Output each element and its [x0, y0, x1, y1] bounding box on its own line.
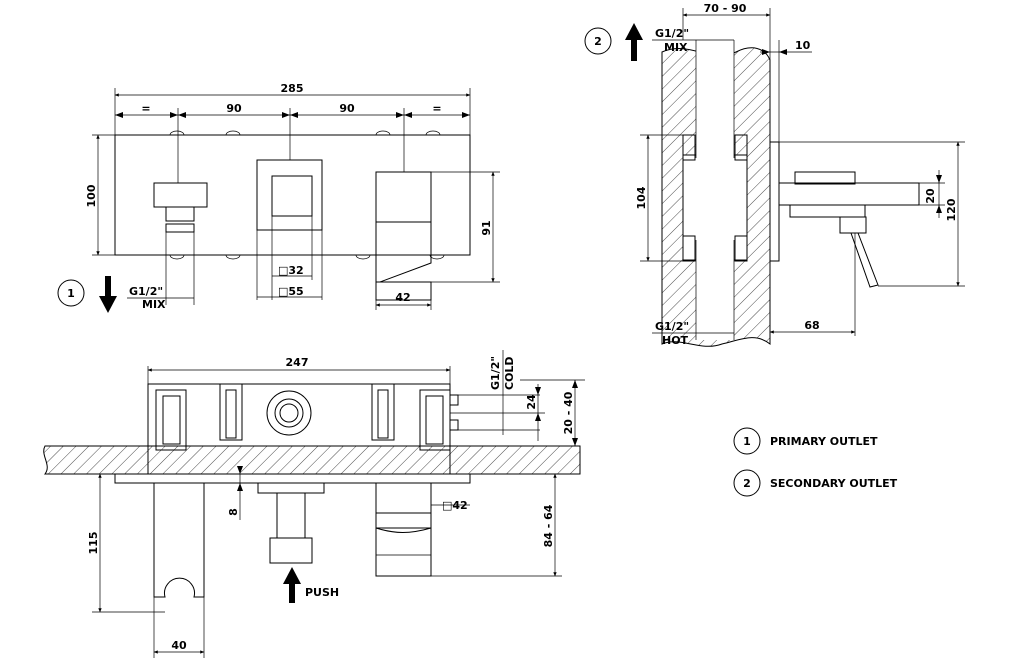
dim-side-left: = — [141, 102, 150, 115]
outlet-2-marker — [584, 27, 612, 55]
lever-body — [375, 221, 432, 283]
push-label: PUSH — [305, 586, 339, 599]
side-mix-thread: G1/2" — [655, 27, 689, 40]
legend: 1 PRIMARY OUTLET 2 SECONDARY OUTLET — [733, 427, 898, 497]
outlet-1-label: MIX — [142, 298, 166, 311]
dim-depth-range: 70 - 90 — [704, 2, 747, 15]
push-button-stem — [276, 492, 306, 539]
side-view: 70 - 90 10 2 G1/2" MIX 104 20 120 — [584, 2, 965, 347]
dim-plate-offset: 10 — [795, 39, 811, 52]
plate-screw-marks — [169, 130, 445, 260]
plan-lever — [375, 527, 432, 577]
dim-lever-width: 42 — [395, 291, 410, 304]
dim-hand-shower-projection: 115 — [87, 532, 100, 555]
center-outer-square — [256, 159, 323, 231]
outlet-1-marker — [57, 279, 85, 307]
svg-text:SECONDARY OUTLET: SECONDARY OUTLET — [770, 477, 898, 490]
hand-shower-holder — [153, 482, 205, 598]
svg-text:1: 1 — [743, 435, 751, 448]
outlet-1-number: 1 — [67, 287, 75, 300]
dim-overall-width: 285 — [281, 82, 304, 95]
left-outlet — [165, 223, 195, 233]
svg-text:2: 2 — [743, 477, 751, 490]
push-button — [269, 537, 313, 564]
left-diverter-neck — [165, 206, 195, 222]
dim-lever-square: □42 — [442, 499, 468, 512]
svg-text:PRIMARY OUTLET: PRIMARY OUTLET — [770, 435, 878, 448]
dim-lever-height: 91 — [480, 220, 493, 235]
dim-projection: 68 — [804, 319, 819, 332]
valve-flange-top — [682, 134, 696, 161]
dim-square-outer: □55 — [278, 285, 304, 298]
left-diverter-knob — [153, 182, 208, 208]
dim-total-height: 120 — [945, 198, 958, 221]
side-hot-thread: G1/2" — [655, 320, 689, 333]
dim-body-height: 104 — [635, 186, 648, 209]
outlet-1-thread: G1/2" — [129, 285, 163, 298]
cold-thread: G1/2" — [489, 356, 502, 390]
dim-spacing-1: 90 — [226, 102, 242, 115]
dim-hand-shower-width: 40 — [171, 639, 187, 652]
dim-inlet-spacing: 24 — [525, 394, 538, 410]
front-plate — [114, 134, 471, 256]
legend-item-primary: 1 PRIMARY OUTLET — [733, 427, 878, 455]
front-view: 285 = 90 90 = 100 91 □32 □55 — [57, 82, 500, 313]
valve-flange-bottom — [682, 235, 696, 262]
plan-plate — [114, 473, 471, 484]
lever-top — [375, 171, 432, 223]
side-hot-label: HOT — [662, 334, 689, 347]
dim-spout-height: 20 — [924, 188, 937, 204]
dim-square-inner: □32 — [278, 264, 304, 277]
dim-body-width: 247 — [286, 356, 309, 369]
side-plate — [769, 141, 780, 262]
dim-lever-projection: 84 - 64 — [542, 504, 555, 547]
dim-wall-depth: 20 - 40 — [562, 391, 575, 434]
side-lever — [850, 232, 879, 288]
lever-base — [375, 281, 432, 301]
top-view: 247 G1/2" COLD 24 20 - 40 8 □42 84 - 64 — [43, 350, 585, 658]
center-inner-square — [271, 175, 313, 217]
plan-cartridge-outer — [266, 390, 312, 436]
legend-item-secondary: 2 SECONDARY OUTLET — [733, 469, 898, 497]
push-arrow-icon — [283, 567, 301, 603]
cold-label: COLD — [503, 356, 516, 390]
down-arrow-icon — [99, 276, 117, 313]
dim-plate-height: 100 — [85, 184, 98, 207]
outlet-2-number: 2 — [594, 35, 602, 48]
side-spout — [778, 182, 920, 206]
plan-wall-section — [43, 445, 581, 475]
up-arrow-icon — [625, 23, 643, 61]
dim-spacing-2: 90 — [339, 102, 355, 115]
side-mix-label: MIX — [664, 41, 688, 54]
dim-plate-thickness: 8 — [227, 508, 240, 516]
dim-side-right: = — [432, 102, 441, 115]
